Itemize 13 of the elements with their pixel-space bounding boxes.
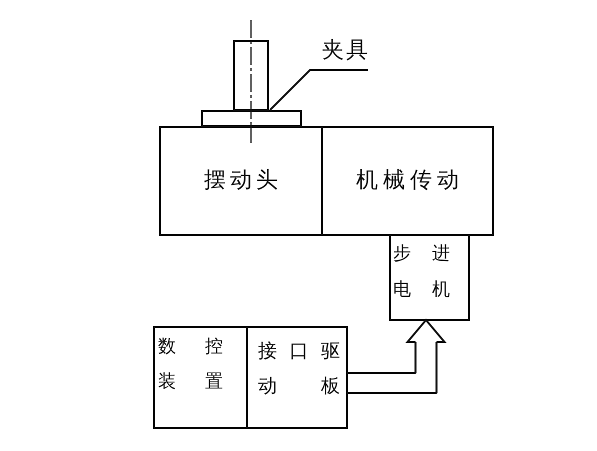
process-box bbox=[153, 326, 248, 429]
process-box bbox=[389, 234, 470, 321]
box-label: 接口驱动板 bbox=[258, 339, 347, 399]
leader-line bbox=[269, 69, 368, 111]
part-label: 夹具 bbox=[322, 38, 370, 70]
box-label: 机械传动 bbox=[356, 168, 464, 194]
clamp-plate bbox=[201, 110, 302, 127]
process-box bbox=[246, 326, 348, 429]
process-box bbox=[321, 126, 494, 236]
box-label: 摆动头 bbox=[204, 168, 282, 194]
box-label: 数控装置 bbox=[158, 335, 235, 394]
box-label: 步进电机 bbox=[393, 242, 460, 302]
process-box bbox=[159, 126, 323, 236]
